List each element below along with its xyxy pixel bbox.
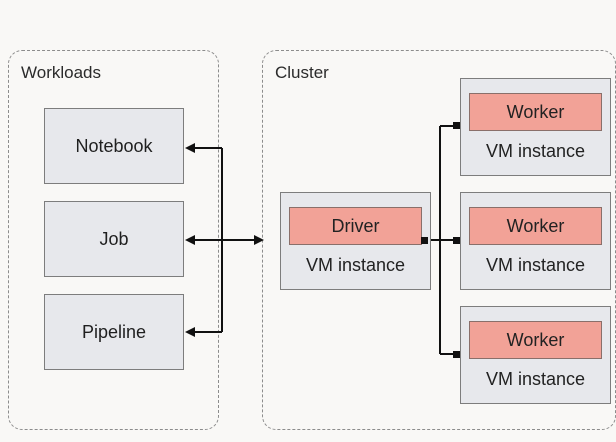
driver-label: Driver	[289, 207, 422, 245]
worker-label-2: Worker	[469, 207, 602, 245]
workloads-title: Workloads	[21, 63, 101, 82]
pipeline-box: Pipeline	[44, 294, 184, 370]
worker-vm-2: Worker VM instance	[460, 192, 611, 290]
driver-port	[421, 237, 428, 244]
driver-vm: Driver VM instance	[280, 192, 431, 290]
worker-3-port	[453, 351, 460, 358]
worker-vm-label-3: VM instance	[485, 369, 586, 389]
notebook-box: Notebook	[44, 108, 184, 184]
driver-vm-label: VM instance	[305, 255, 406, 275]
worker-vm-label-1: VM instance	[485, 141, 586, 161]
worker-vm-3: Worker VM instance	[460, 306, 611, 404]
worker-vm-1: Worker VM instance	[460, 78, 611, 176]
worker-label-3: Worker	[469, 321, 602, 359]
job-box: Job	[44, 201, 184, 277]
worker-1-port	[453, 122, 460, 129]
worker-vm-label-2: VM instance	[485, 255, 586, 275]
worker-label-1: Worker	[469, 93, 602, 131]
cluster-title: Cluster	[275, 63, 329, 82]
worker-2-port	[453, 237, 460, 244]
